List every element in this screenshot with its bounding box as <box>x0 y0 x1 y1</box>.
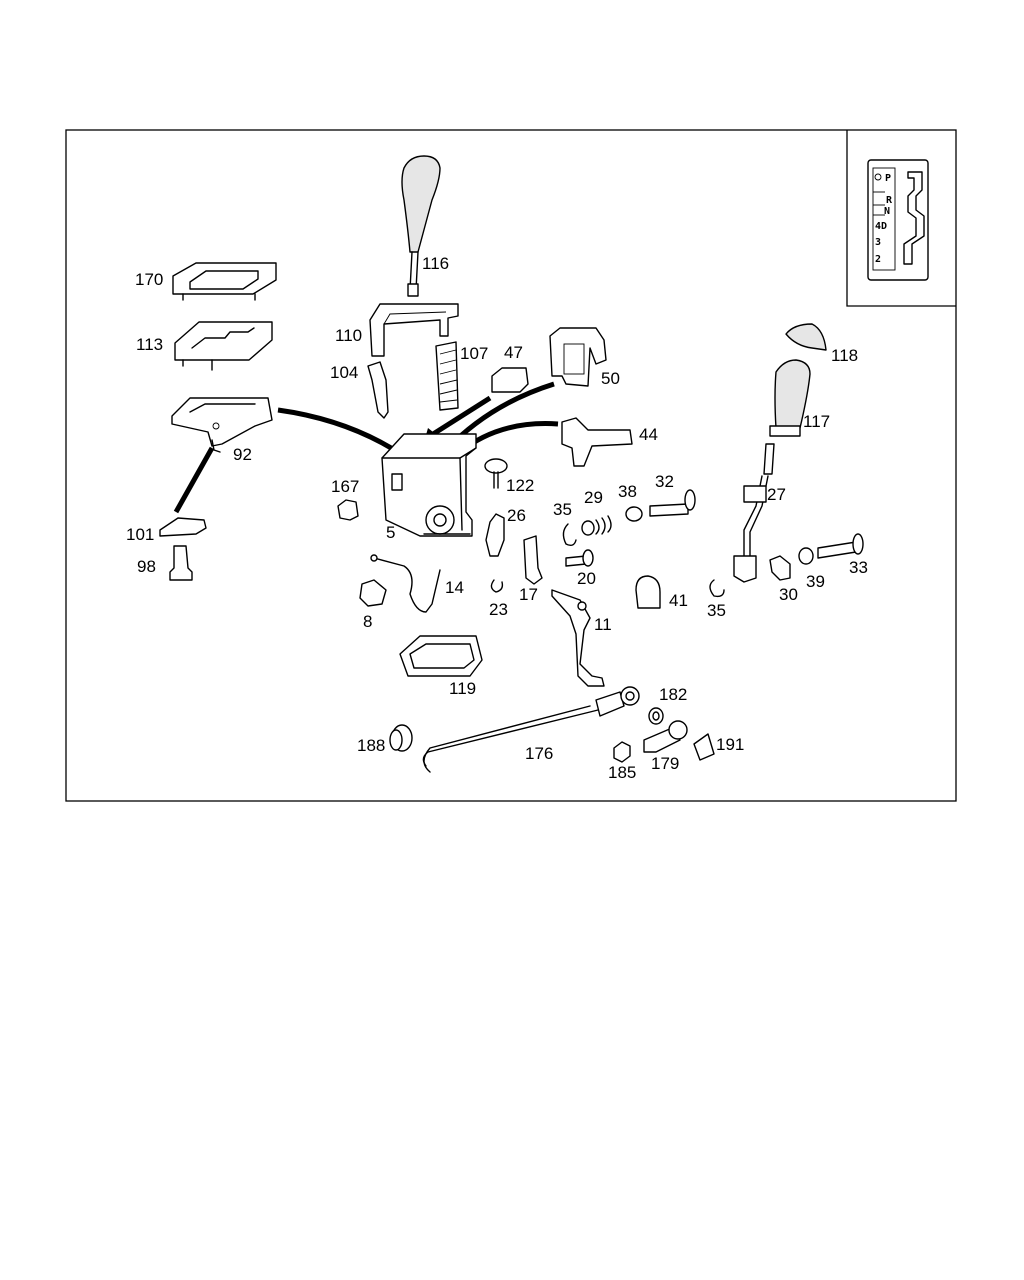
part-179-end-fitting <box>643 720 688 753</box>
part-167-fitting <box>337 499 359 521</box>
part-8-clip <box>359 579 387 607</box>
label-8: 8 <box>363 612 372 631</box>
label-5: 5 <box>386 523 395 542</box>
label-14: 14 <box>445 578 464 597</box>
part-104-side-panel <box>367 361 389 419</box>
part-30-bracket <box>769 555 791 581</box>
part-32-pin <box>649 489 696 517</box>
part-27-selector-lever <box>733 443 775 583</box>
label-104: 104 <box>330 363 358 382</box>
gate-label-r: R <box>886 195 893 206</box>
label-33: 33 <box>849 558 868 577</box>
label-20: 20 <box>577 569 596 588</box>
part-92-housing-plate <box>171 397 273 453</box>
label-38: 38 <box>618 482 637 501</box>
label-98: 98 <box>137 557 156 576</box>
label-118: 118 <box>831 346 858 365</box>
part-47-block <box>491 367 529 393</box>
gate-label-n: N <box>884 206 890 217</box>
part-38-bushing <box>625 506 643 522</box>
part-33-pin <box>817 533 864 559</box>
label-179: 179 <box>651 754 679 773</box>
label-17: 17 <box>519 585 538 604</box>
part-11-linkage <box>551 589 605 687</box>
part-14-rod <box>373 557 441 613</box>
gate-label-2: 2 <box>875 254 881 265</box>
gate-label-p: P <box>885 173 891 184</box>
part-39-bushing <box>798 547 814 565</box>
label-35-left: 35 <box>553 500 572 519</box>
label-92: 92 <box>233 445 252 464</box>
part-23-washer <box>490 579 504 593</box>
label-182: 182 <box>659 685 687 704</box>
label-30: 30 <box>779 585 798 604</box>
part-41-clip <box>635 575 661 609</box>
label-39: 39 <box>806 572 825 591</box>
label-50: 50 <box>601 369 620 388</box>
gate-label-3: 3 <box>875 237 881 248</box>
shift-gate-inset: P R N 4D 3 2 <box>846 130 956 307</box>
label-29: 29 <box>584 488 603 507</box>
label-117: 117 <box>803 412 830 431</box>
part-50-lock-solenoid <box>549 327 607 387</box>
part-26-lever <box>485 513 505 557</box>
label-107: 107 <box>460 344 488 363</box>
part-20-pin <box>565 549 594 567</box>
part-176-cable <box>422 686 640 773</box>
part-107-side-panel <box>435 341 459 411</box>
part-17-lever <box>523 535 543 585</box>
part-35-circlip <box>562 523 577 547</box>
part-182-bushing <box>648 707 664 725</box>
part-118-cap <box>785 323 827 351</box>
label-116: 116 <box>422 254 449 273</box>
gate-label-4d: 4D <box>875 221 887 232</box>
label-35-right: 35 <box>707 601 726 620</box>
label-119: 119 <box>449 679 476 698</box>
label-44: 44 <box>639 425 658 444</box>
arrow-92-to-101 <box>173 446 215 514</box>
part-185-nut <box>613 741 631 763</box>
part-101-cap <box>159 517 207 537</box>
label-167: 167 <box>331 477 359 496</box>
label-188: 188 <box>357 736 385 755</box>
label-47: 47 <box>504 343 523 362</box>
label-41: 41 <box>669 591 688 610</box>
part-5-shifter-housing <box>381 433 477 537</box>
diagram-frame <box>65 129 957 802</box>
label-23: 23 <box>489 600 508 619</box>
label-101: 101 <box>126 525 154 544</box>
part-119-bezel <box>399 635 483 677</box>
part-110-channel <box>369 303 459 357</box>
label-191: 191 <box>716 735 744 754</box>
part-113-gate-cover <box>174 321 273 371</box>
part-29-spring <box>581 515 612 536</box>
label-170: 170 <box>135 270 163 289</box>
arrow-47-to-housing <box>428 395 492 439</box>
part-98-clip <box>169 545 193 581</box>
part-44-switch <box>561 417 633 467</box>
part-35-circlip-right <box>709 579 725 598</box>
part-188-grommet <box>389 724 413 752</box>
label-122: 122 <box>506 476 534 495</box>
label-110: 110 <box>335 326 362 345</box>
part-116-selector-knob <box>401 155 441 297</box>
label-113: 113 <box>136 335 163 354</box>
part-191-clip <box>693 733 715 761</box>
part-117-selector-knob <box>769 359 811 437</box>
label-185: 185 <box>608 763 636 782</box>
label-26: 26 <box>507 506 526 525</box>
label-11: 11 <box>594 615 612 634</box>
label-176: 176 <box>525 744 553 763</box>
label-32: 32 <box>655 472 674 491</box>
part-170-trim-frame <box>172 262 277 301</box>
label-27: 27 <box>767 485 786 504</box>
part-122-bolt <box>484 458 508 489</box>
